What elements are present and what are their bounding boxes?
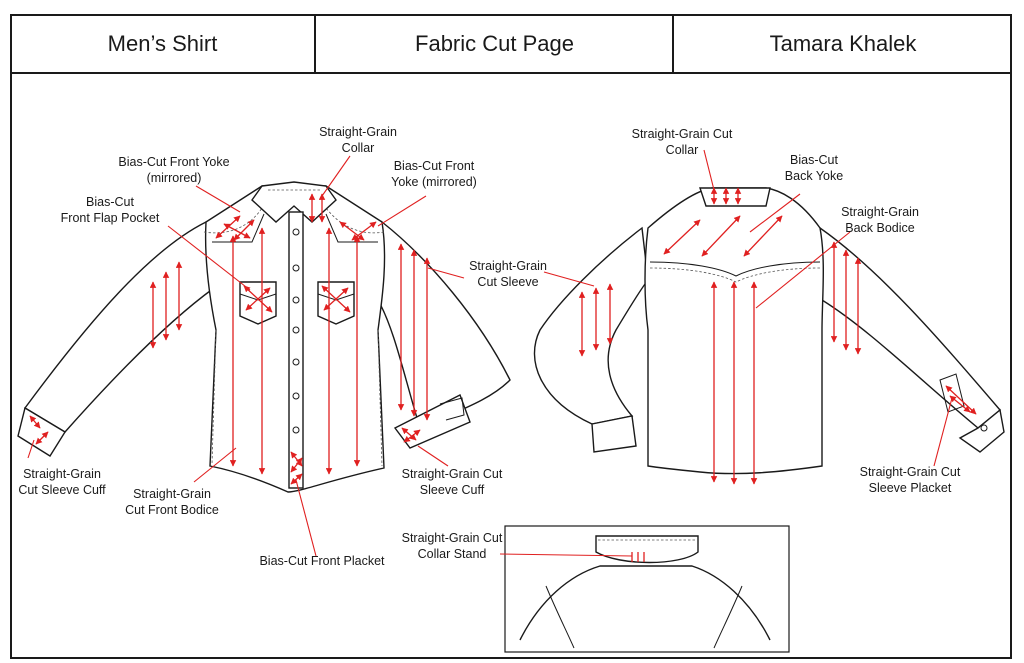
back-right-cuff (958, 408, 1005, 453)
collar-stand-detail (499, 525, 790, 653)
front-left-sleeve (23, 220, 215, 433)
label-back-bodice-line1: Straight-Grain (841, 205, 919, 219)
collar-stand-band (595, 535, 699, 564)
label-front-collar-line2: Collar (342, 141, 375, 155)
page-frame (10, 14, 1012, 659)
label-back-yoke-line1: Bias-Cut (790, 153, 838, 167)
back-right-sleeve (819, 226, 1001, 429)
label-front-pocket-line2: Front Flap Pocket (61, 211, 160, 225)
back-left-sleeve (533, 226, 649, 425)
label-front-cuff-right-line2: Sleeve Cuff (420, 483, 485, 497)
label-collar-stand-line2: Collar Stand (418, 547, 487, 561)
front-leader-lines (27, 155, 465, 557)
header-rule (10, 72, 1012, 74)
header-page-title: Fabric Cut Page (415, 31, 574, 56)
label-front-bodice-line2: Cut Front Bodice (125, 503, 219, 517)
header-divider (314, 14, 316, 74)
label-front-pocket-line1: Bias-Cut (86, 195, 134, 209)
back-shirt-sketch (533, 187, 1005, 475)
label-front-yoke-left-line1: Bias-Cut Front Yoke (118, 155, 229, 169)
front-grain-arrows (29, 193, 431, 485)
label-front-yoke-right-line2: Yoke (mirrored) (391, 175, 477, 189)
header-garment-title: Men’s Shirt (107, 31, 218, 56)
label-collar-stand-line1: Straight-Grain Cut (402, 531, 503, 545)
label-front-sleeve-line1: Straight-Grain (469, 259, 547, 273)
back-collar (699, 187, 771, 207)
label-front-yoke-left-line2: (mirrored) (147, 171, 202, 185)
front-buttons (292, 228, 300, 434)
front-shirt-sketch (17, 181, 511, 493)
front-right-sleeve-placket (439, 397, 465, 421)
label-front-bodice-line1: Straight-Grain (133, 487, 211, 501)
label-front-cuff-left-line2: Cut Sleeve Cuff (18, 483, 106, 497)
header-designer-name: Tamara Khalek (769, 31, 917, 56)
back-cuff-button (980, 424, 988, 432)
front-right-sleeve (377, 220, 511, 429)
header-divider (672, 14, 674, 74)
label-front-yoke-right-line1: Bias-Cut Front (394, 159, 475, 173)
front-left-pocket (239, 281, 277, 325)
label-back-bodice-line2: Back Bodice (845, 221, 915, 235)
label-front-cuff-left-line1: Straight-Grain (23, 467, 101, 481)
label-back-collar-line1: Straight-Grain Cut (632, 127, 733, 141)
label-back-placket-line1: Straight-Grain Cut (860, 465, 961, 479)
front-placket (288, 211, 304, 489)
front-right-pocket (317, 281, 355, 325)
label-front-sleeve-line2: Cut Sleeve (477, 275, 538, 289)
label-back-collar-line2: Collar (666, 143, 699, 157)
label-front-cuff-right-line1: Straight-Grain Cut (402, 467, 503, 481)
label-front-collar-line1: Straight-Grain (319, 125, 397, 139)
back-leader-lines (543, 149, 953, 467)
back-grain-arrows (578, 187, 977, 485)
label-back-yoke-line2: Back Yoke (785, 169, 843, 183)
back-left-cuff (591, 415, 637, 453)
label-front-placket: Bias-Cut Front Placket (259, 554, 385, 568)
label-back-placket-line2: Sleeve Placket (869, 481, 952, 495)
